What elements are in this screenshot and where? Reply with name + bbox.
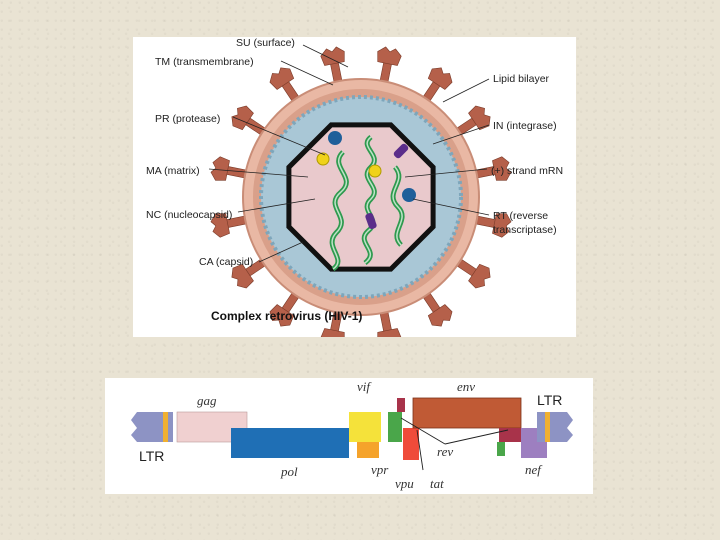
label-ma: MA (matrix) [146, 165, 200, 177]
gene-vif [349, 412, 381, 442]
genome-map-panel: gag pol vif vpr vpu tat rev env nef LTR … [105, 378, 593, 494]
gene-tat-1 [388, 412, 402, 442]
gene-env [412, 397, 522, 429]
virus-diagram: SU (surface) TM (transmembrane) PR (prot… [146, 37, 563, 337]
gene-gag [176, 411, 248, 443]
gene-vpu [403, 428, 419, 460]
gene-pol [231, 428, 349, 458]
label-su: SU (surface) [236, 37, 295, 49]
gene-tat-2 [497, 442, 505, 456]
gene-rev-1 [397, 398, 405, 412]
genome-map: gag pol vif vpr vpu tat rev env nef LTR … [131, 379, 573, 491]
gene-label-nef: nef [525, 462, 543, 477]
gene-vpr [357, 442, 379, 458]
label-ca: CA (capsid) [199, 256, 253, 268]
label-tm: TM (transmembrane) [155, 56, 254, 68]
integrase-protein [328, 131, 342, 145]
diagram-title: Complex retrovirus (HIV-1) [211, 309, 362, 323]
reverse-transcriptase-2 [365, 212, 377, 230]
label-nc: NC (nucleocapsid) [146, 209, 232, 221]
ltr-label-right: LTR [537, 392, 562, 408]
protease-protein-2 [368, 164, 382, 178]
gene-label-vpr: vpr [371, 462, 389, 477]
rt-protein-blue [402, 188, 416, 202]
ltr-left-lower [131, 428, 173, 442]
gene-label-gag: gag [197, 393, 217, 408]
reverse-transcriptase-1 [393, 143, 409, 159]
gene-label-pol: pol [280, 464, 298, 479]
ltr-label-left: LTR [139, 448, 164, 464]
label-rt-1: RT (reverse [493, 210, 548, 222]
gene-label-env: env [457, 379, 475, 394]
leader-lines [208, 44, 490, 263]
genome-leader-lines [400, 417, 509, 471]
gene-label-tat: tat [430, 476, 444, 491]
gene-label-vif: vif [357, 379, 372, 394]
gene-label-rev: rev [437, 444, 453, 459]
label-rna: (+) strand mRN [491, 165, 563, 177]
virus-diagram-panel: SU (surface) TM (transmembrane) PR (prot… [133, 37, 576, 337]
label-pr: PR (protease) [155, 113, 220, 125]
ltr-right [537, 412, 573, 442]
label-lipid: Lipid bilayer [493, 73, 550, 85]
label-in: IN (integrase) [493, 120, 557, 132]
gene-rev-2 [499, 428, 521, 442]
gene-label-vpu: vpu [395, 476, 414, 491]
envelope-spikes [210, 46, 512, 337]
ltr-left-upper [131, 412, 173, 428]
protease-protein [316, 152, 330, 166]
label-rt-2: transcriptase) [493, 224, 557, 236]
